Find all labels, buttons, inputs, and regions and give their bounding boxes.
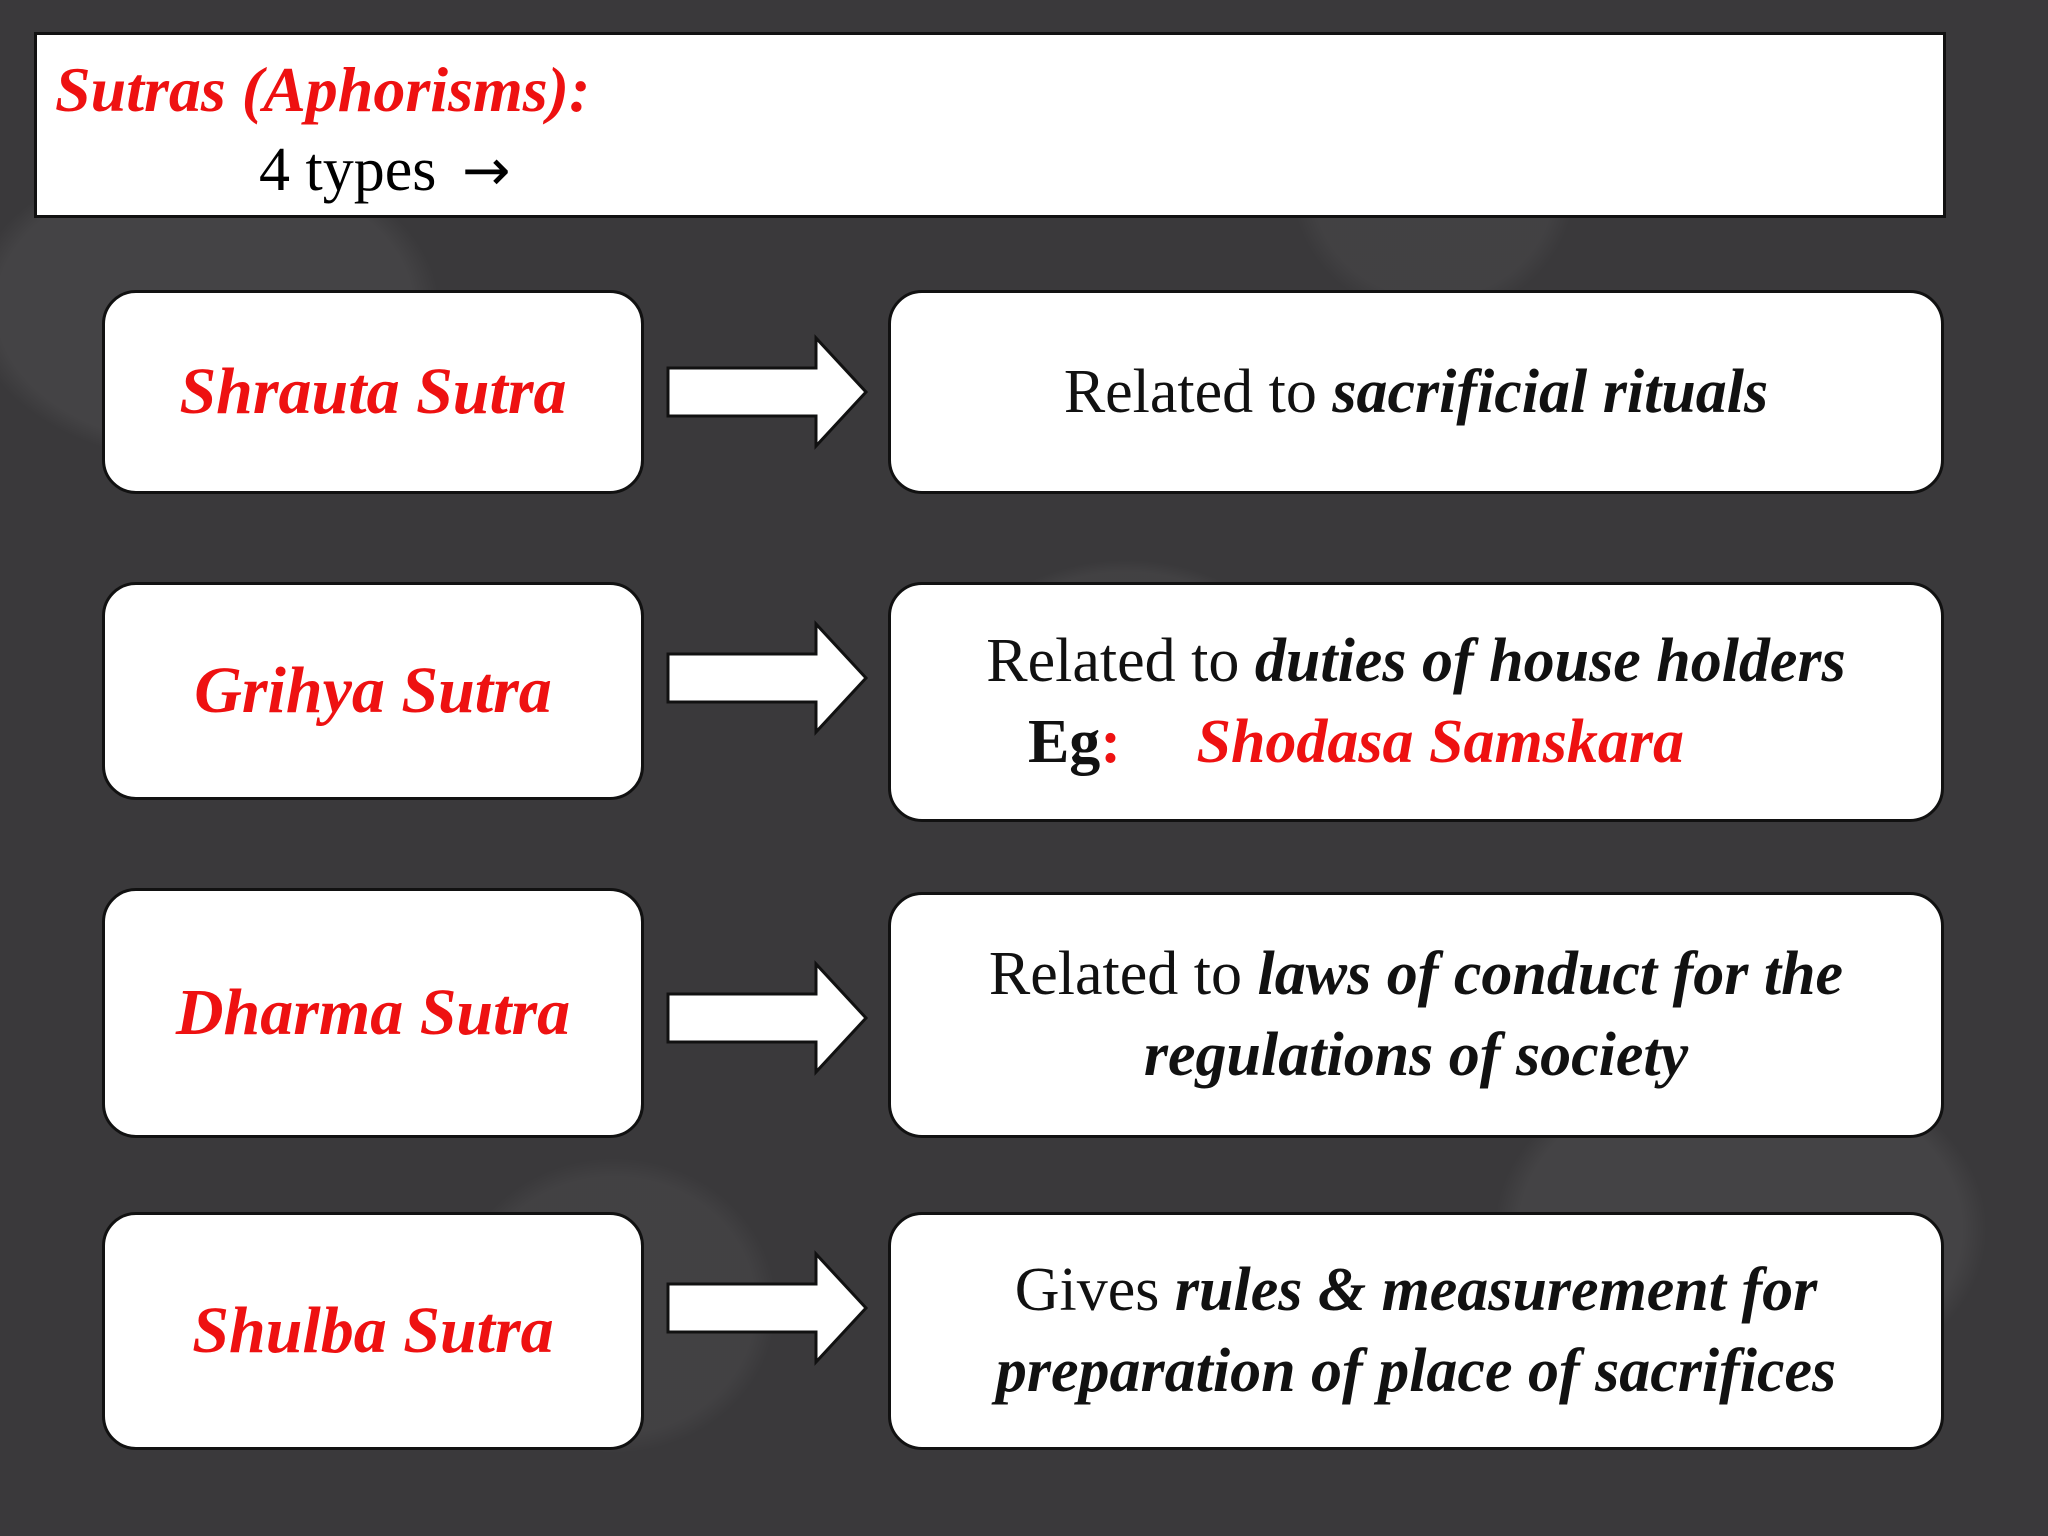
description-box-shrauta: Related to sacrificial rituals — [888, 290, 1944, 494]
page-subtitle: 4 types → — [259, 135, 510, 206]
description-box-grihya: Related to duties of house holders Eg: S… — [888, 582, 1944, 822]
description-emphasis: sacrificial rituals — [1332, 357, 1769, 426]
description-prefix: Related to — [1063, 357, 1333, 426]
example-value: Shodasa Samskara — [1196, 708, 1685, 776]
example-line: Eg: Shodasa Samskara — [1028, 702, 1684, 783]
title-banner: Sutras (Aphorisms): 4 types → — [34, 32, 1946, 218]
example-label: Eg — [1027, 708, 1101, 776]
description-emphasis: duties of house holders — [1254, 627, 1846, 696]
sutra-box-shulba: Shulba Sutra — [102, 1212, 644, 1450]
description-line-2: preparation of place of sacrifices — [995, 1337, 1837, 1405]
description-prefix: Related to — [986, 627, 1255, 696]
description-prefix: Related to — [988, 940, 1258, 1009]
arrow-right-icon: → — [461, 136, 511, 204]
sutra-box-grihya: Grihya Sutra — [102, 582, 644, 800]
sutra-name: Shulba Sutra — [192, 1294, 554, 1367]
block-arrow-icon — [666, 334, 869, 450]
description-line: Related to sacrificial rituals — [1064, 352, 1768, 433]
sutra-name: Shrauta Sutra — [179, 355, 567, 428]
description-emphasis: laws of conduct for the — [1257, 940, 1844, 1009]
subtitle-text: 4 types — [259, 136, 437, 204]
description-line: Related to duties of house holders — [986, 621, 1845, 702]
block-arrow-icon — [666, 960, 869, 1076]
description-emphasis: rules & measurement for — [1174, 1256, 1818, 1325]
example-colon: : — [1100, 708, 1121, 776]
sutra-box-dharma: Dharma Sutra — [102, 888, 644, 1138]
description-box-shulba: Gives rules & measurement for preparatio… — [888, 1212, 1944, 1450]
sutra-name: Grihya Sutra — [194, 654, 552, 727]
block-arrow-icon — [666, 1250, 869, 1366]
sutra-name: Dharma Sutra — [175, 976, 571, 1049]
description-line: Related to laws of conduct for the — [989, 934, 1843, 1015]
description-prefix: Gives — [1014, 1256, 1175, 1325]
page-title: Sutras (Aphorisms): — [55, 54, 591, 125]
description-line-2: regulations of society — [1143, 1021, 1689, 1089]
sutra-box-shrauta: Shrauta Sutra — [102, 290, 644, 494]
description-line: Gives rules & measurement for — [1015, 1250, 1818, 1331]
description-box-dharma: Related to laws of conduct for the regul… — [888, 892, 1944, 1138]
block-arrow-icon — [666, 620, 869, 736]
